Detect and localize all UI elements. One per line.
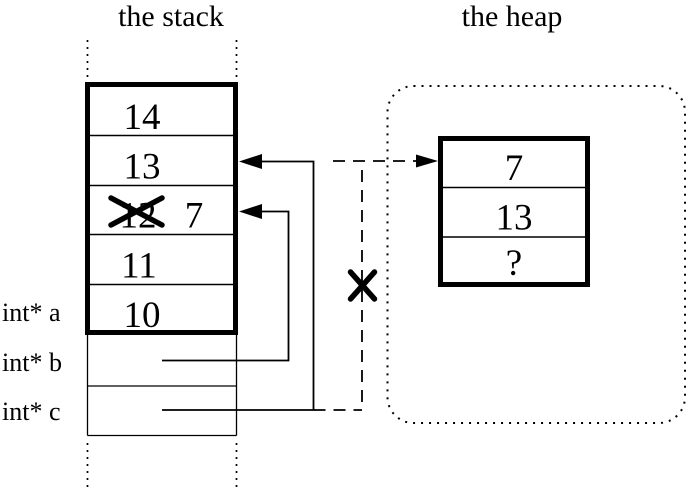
heap-section: the heap 7 13 ? — [386, 0, 686, 424]
link-c-to-stack — [162, 160, 315, 411]
heap-region-outline — [386, 85, 686, 424]
pointer-label-c: int* c — [2, 397, 61, 426]
cross-out-x-icon — [108, 195, 165, 228]
heap-cell-value: ? — [506, 243, 522, 284]
stack-frame — [85, 82, 238, 335]
arrowhead-heap-icon — [416, 154, 438, 168]
stack-cell-value: 13 — [124, 147, 161, 188]
heap-title: the heap — [462, 0, 563, 33]
pointer-rows — [86, 335, 238, 437]
heap-cell-value: 7 — [505, 148, 524, 189]
stack-cell-value: 11 — [121, 246, 157, 287]
heap-frame — [438, 136, 590, 287]
arrowhead-c-icon — [239, 154, 262, 169]
severed-link-x-icon — [347, 269, 378, 302]
pointer-links — [162, 154, 438, 411]
x-stroke — [347, 269, 378, 302]
stack-cell-value: 10 — [124, 295, 161, 336]
heap-cell-value: 13 — [496, 198, 533, 239]
stack-cell-new-value: 7 — [185, 196, 204, 237]
stack-title: the stack — [118, 0, 224, 33]
arrowhead-b-icon — [239, 204, 262, 219]
pointer-label-b: int* b — [2, 348, 62, 377]
x-stroke — [108, 195, 165, 228]
pointer-label-a: int* a — [2, 298, 61, 327]
stack-cell-value: 14 — [124, 97, 161, 138]
stack-section: the stack 14 13 12 7 11 10 int* a int* b… — [2, 0, 238, 489]
link-b-to-stack — [162, 210, 290, 362]
